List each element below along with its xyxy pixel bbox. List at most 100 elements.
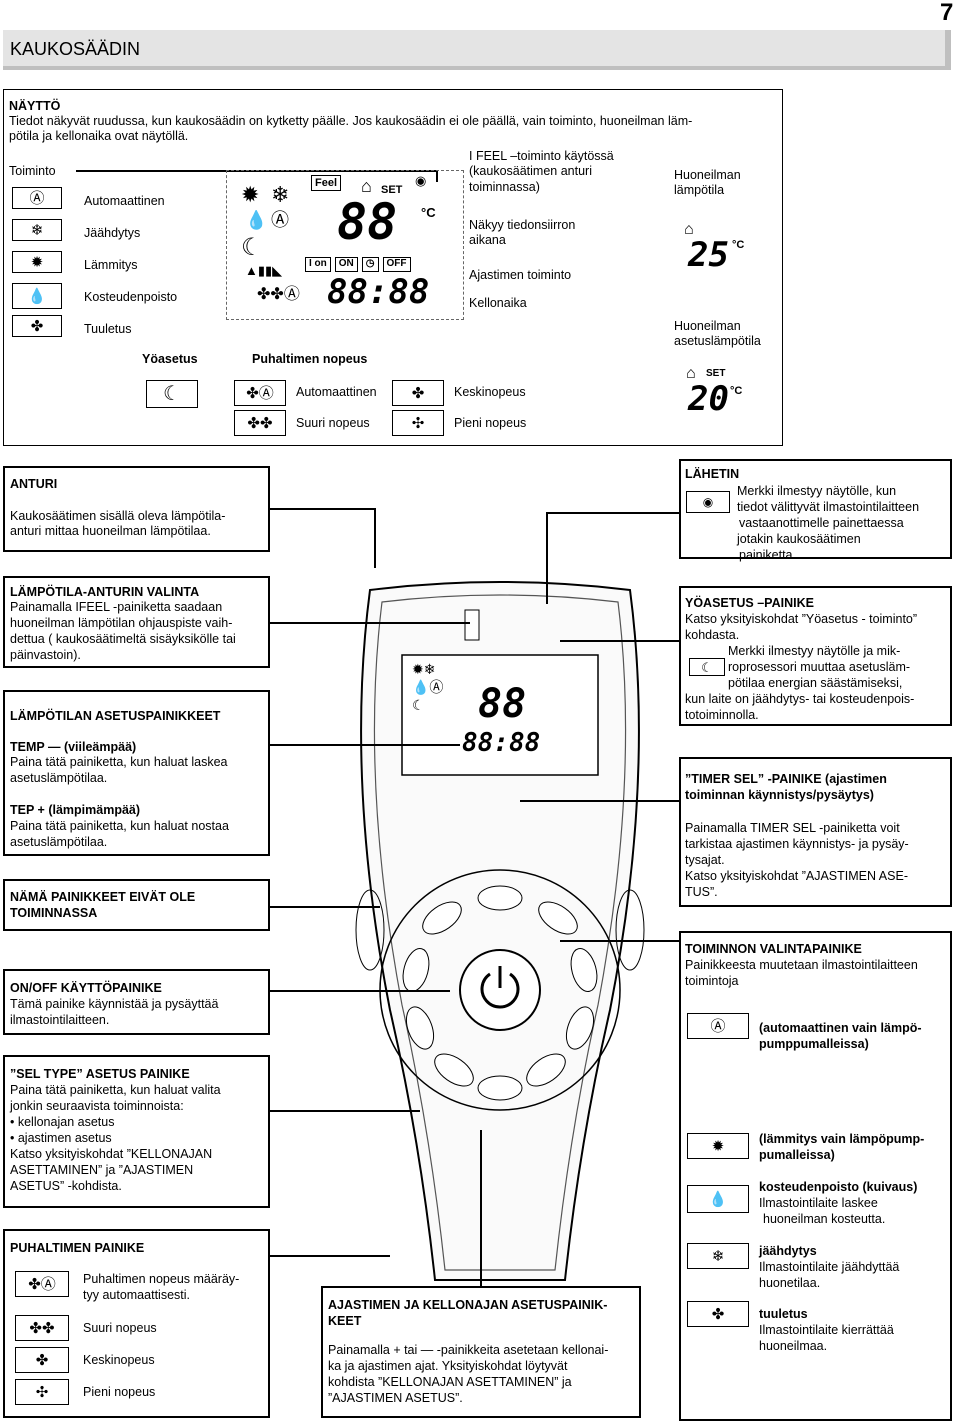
heat-note-1: (lämmitys vain lämpöpump- <box>759 1132 925 1146</box>
fan-mid-label: Keskinopeus <box>454 385 526 399</box>
onoff-box: ON/OFF KÄYTTÖPAINIKE Tämä painike käynni… <box>3 969 270 1035</box>
moon-icon: ☾ <box>146 380 198 408</box>
remote-display-digits: 88 <box>478 681 527 727</box>
mode-fan-label: Tuuletus <box>84 322 132 336</box>
cool-line-1: Ilmastointilaite jäähdyttää <box>759 1260 900 1274</box>
toiminnon-valinta-box: TOIMINNON VALINTAPAINIKE Painikkeesta mu… <box>679 931 952 1421</box>
yoasetus-line-6: kun laite on jäähdytys- tai kosteudenpoi… <box>685 692 915 706</box>
ajastimen-label: Ajastimen toiminto <box>469 268 572 282</box>
naytto-heading: NÄYTTÖ <box>9 99 61 113</box>
sel-type-line-7: ASETUS” -kohdista. <box>10 1179 122 1193</box>
anturi-line-1: Kaukosäätimen sisällä oleva lämpötila- <box>10 509 226 523</box>
cool-line-2: huonetilaa. <box>759 1276 821 1290</box>
yoasetus-box: YÖASETUS –PAINIKE Katso yksityiskohdat ”… <box>679 586 952 726</box>
onoff-line-2: ilmastointilaitteen. <box>10 1013 110 1027</box>
lampotila-anturin-heading: LÄMPÖTILA-ANTURIN VALINTA <box>10 585 200 599</box>
yoasetus-label: Yöasetus <box>142 352 198 366</box>
room-temp-value: 25 <box>688 235 729 275</box>
asetuspainikkeet-heading: LÄMPÖTILAN ASETUSPAINIKKEET <box>10 709 221 723</box>
set-temp-display: ⌂ SET 20 °C <box>654 362 744 424</box>
dry-mode-icon: 💧 <box>687 1185 749 1213</box>
toiminto-label: Toiminto <box>9 164 56 178</box>
fan-mode-icon: ✤ <box>12 315 62 337</box>
heat-note-2: pumalleissa) <box>759 1148 835 1162</box>
kellonaika-label: Kellonaika <box>469 296 527 310</box>
timer-tag-ion: I on <box>305 257 331 272</box>
namat-box: NÄMÄ PAINIKKEET EIVÄT OLE TOIMINNASSA <box>3 879 270 931</box>
yoasetus-line-1: Katso yksityiskohdat ”Yöasetus - toimint… <box>685 612 918 626</box>
timer-sel-heading-1: ”TIMER SEL” -PAINIKE (ajastimen <box>685 772 887 786</box>
lampotila-anturin-box: LÄMPÖTILA-ANTURIN VALINTA Painamalla IFE… <box>3 576 270 668</box>
set-tag: SET <box>381 184 403 196</box>
cool-head: jäähdytys <box>759 1244 817 1258</box>
set-temp-tag: SET <box>706 368 726 379</box>
transmit-icon: ◉ <box>686 491 730 513</box>
house-icon: ⌂ <box>361 176 372 196</box>
naytto-text-1: Tiedot näkyvät ruudussa, kun kaukosäädin… <box>9 114 693 128</box>
sel-type-line-5: Katso yksityiskohdat ”KELLONAJAN <box>10 1147 213 1161</box>
lahetin-line-4: jotakin kaukosäätimen <box>737 532 861 546</box>
toiminnon-valinta-heading: TOIMINNON VALINTAPAINIKE <box>685 942 862 956</box>
mode-auto-label: Automaattinen <box>84 194 165 208</box>
ifeel-note-3: toiminnassa) <box>469 180 540 194</box>
room-celsius: °C <box>732 239 745 251</box>
yoasetus-line-3: Merkki ilmestyy näytölle ja mik- <box>728 644 901 658</box>
timer-sel-line-3: tysajat. <box>685 853 725 867</box>
remote-display-clock: 88:88 <box>462 728 541 758</box>
lahetin-box: LÄHETIN ◉ Merkki ilmestyy näytölle, kun … <box>679 459 952 562</box>
timer-tags: I on ON ◷ OFF <box>305 257 411 272</box>
remote-illustration <box>355 581 645 1281</box>
anturi-heading: ANTURI <box>10 477 58 491</box>
ajastimen-kello-heading-1: AJASTIMEN JA KELLONAJAN ASETUSPAINIK- <box>328 1298 608 1312</box>
namat-line-1: NÄMÄ PAINIKKEET EIVÄT OLE <box>10 890 196 904</box>
dry-line-1: Ilmastointilaite laskee <box>759 1196 878 1210</box>
lampotila-anturin-line-3: dettua ( kaukosäätimeltä sisäyksikölle t… <box>10 632 236 646</box>
fan-mid-icon: ✤ <box>15 1347 69 1373</box>
timer-sel-line-1: Painamalla TIMER SEL -painiketta voit <box>685 821 900 835</box>
set-temp-label-1: Huoneilman <box>674 319 741 333</box>
lcd-clock-digits: 88:88 <box>327 272 430 312</box>
fan-low-label: Pieni nopeus <box>454 416 527 430</box>
ajastimen-kello-line-2: ka ja ajastimen ajat. Yksityiskohdat löy… <box>328 1359 568 1373</box>
ifeel-note-2: (kaukosäätimen anturi <box>469 164 592 178</box>
lcd-temp-digits: 88 <box>337 193 398 251</box>
fan-speed-icon: ✤✤Ⓐ <box>257 286 300 303</box>
snowflake-icon: ❄ <box>271 182 290 207</box>
lcd-display: ✹ ❄ 💧 Ⓐ ☾ ▲▮▮◣ ✤✤Ⓐ Feel ⌂ SET ◉ 88 °C I … <box>226 170 464 320</box>
puhaltimen-label: Puhaltimen nopeus <box>252 352 368 366</box>
ajastimen-kello-box: AJASTIMEN JA KELLONAJAN ASETUSPAINIK- KE… <box>321 1286 641 1418</box>
temp-plus-line-1: Paina tätä painiketta, kun haluat nostaa <box>10 819 229 833</box>
lahetin-line-2: tiedot välittyvät ilmastointilaitteen <box>737 500 920 514</box>
anturi-box: ANTURI Kaukosäätimen sisällä oleva lämpö… <box>3 466 270 552</box>
toiminnon-valinta-line-2: toimintoja <box>685 974 739 988</box>
fan-auto-label: Automaattinen <box>296 385 377 399</box>
timer-sel-heading-2: toiminnan käynnistys/pysäytys) <box>685 788 874 802</box>
fan-mid-label: Keskinopeus <box>83 1353 155 1367</box>
dry-line-2: huoneilman kosteutta. <box>763 1212 886 1226</box>
set-celsius: °C <box>730 385 743 397</box>
anturi-line-2: anturi mittaa huoneilman lämpötilaa. <box>10 524 211 538</box>
ifeel-tag: Feel <box>311 175 342 192</box>
set-temp-label-2: asetuslämpötila <box>674 334 761 348</box>
nakyy-2: aikana <box>469 233 506 247</box>
fan-high-icon: ✤✤ <box>15 1315 69 1341</box>
set-house-icon: ⌂ <box>686 365 696 382</box>
sel-type-line-2: jonkin seuraavista toiminnoista: <box>10 1099 184 1113</box>
fan-line-2: huoneilmaa. <box>759 1339 828 1353</box>
lampotila-anturin-line-4: päinvastoin). <box>10 648 81 662</box>
temp-minus-line-1: Paina tätä painiketta, kun haluat laskea <box>10 755 228 769</box>
sleep-bars-icon: ▲▮▮◣ <box>245 263 283 278</box>
fan-auto-line-1: Puhaltimen nopeus määräy- <box>83 1272 240 1286</box>
room-temp-label-2: lämpötila <box>674 183 725 197</box>
cool-mode-icon: ❄ <box>12 219 62 241</box>
sel-type-line-1: Paina tätä painiketta, kun haluat valita <box>10 1083 221 1097</box>
fan-low-label: Pieni nopeus <box>83 1385 156 1399</box>
fan-auto-line-2: tyy automaattisesti. <box>83 1288 190 1302</box>
temp-minus-line-2: asetuslämpötilaa. <box>10 771 108 785</box>
auto-note-2: pumppumalleissa) <box>759 1037 869 1051</box>
fan-head: tuuletus <box>759 1307 808 1321</box>
lahetin-line-3: vastaanottimelle painettaessa <box>739 516 904 530</box>
fan-high-icon: ✤✤ <box>234 410 286 436</box>
temp-minus-heading: TEMP — (viileämpää) <box>10 740 137 754</box>
fan-mid-icon: ✤ <box>392 380 444 406</box>
